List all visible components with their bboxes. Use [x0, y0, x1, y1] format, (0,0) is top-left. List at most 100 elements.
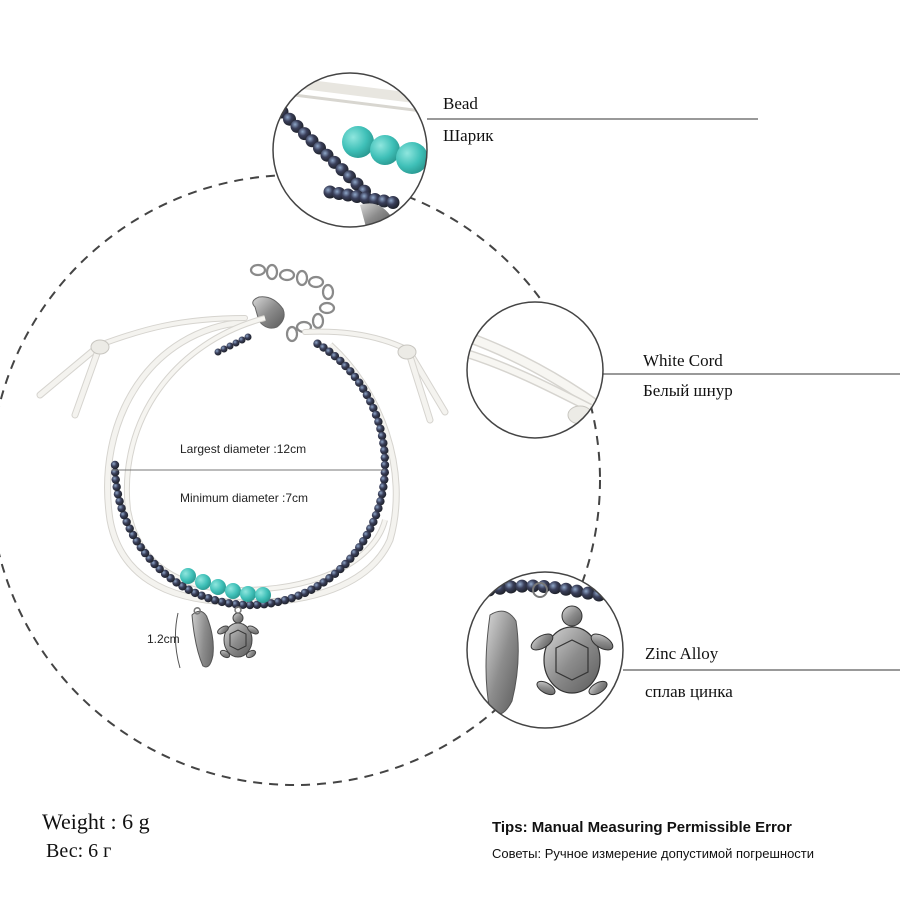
alloy-detail-circle — [467, 572, 623, 728]
seed-bead — [380, 453, 390, 462]
seed-bead — [214, 348, 222, 356]
seed-bead-zoom — [482, 583, 496, 597]
seed-bead — [346, 554, 355, 563]
cord-knot-tails — [36, 315, 449, 424]
seed-bead — [111, 475, 120, 484]
seed-bead — [287, 593, 296, 603]
seed-bead — [355, 543, 364, 552]
seed-bead — [150, 559, 159, 569]
seed-bead — [266, 599, 276, 608]
seed-bead — [376, 497, 385, 506]
seed-bead — [350, 548, 360, 558]
seed-bead — [313, 582, 322, 591]
zinc-alloy-label-ru: сплав цинка — [645, 682, 733, 701]
seed-bead — [307, 585, 316, 594]
white-cord-label: White Cord — [643, 351, 723, 370]
seed-bead — [313, 339, 322, 348]
seed-bead — [160, 569, 170, 579]
seed-bead — [220, 345, 228, 353]
white-cord-label-ru: Белый шнур — [643, 381, 733, 400]
seed-bead — [245, 600, 255, 610]
seed-bead — [371, 410, 381, 420]
seed-bead — [280, 596, 290, 605]
seed-bead — [172, 578, 181, 587]
seed-bead — [226, 342, 234, 350]
bead-detail-circle — [273, 73, 427, 227]
extender-chain — [249, 263, 336, 343]
largest-diameter-label: Largest diameter :12cm — [180, 442, 307, 456]
seed-bead — [155, 564, 164, 574]
seed-bead-zoom — [504, 580, 518, 594]
zinc-alloy-label: Zinc Alloy — [645, 644, 719, 663]
seed-bead — [197, 591, 206, 600]
seed-bead — [380, 446, 389, 455]
seed-bead — [374, 417, 383, 426]
seed-bead — [369, 403, 378, 413]
seed-bead — [113, 489, 123, 499]
lobster-clasp — [252, 296, 285, 329]
seed-bead — [376, 424, 385, 433]
seed-bead — [325, 347, 334, 356]
seed-bead-zoom — [548, 581, 562, 595]
seed-bead — [145, 554, 154, 563]
seed-bead — [325, 574, 334, 583]
seed-bead-zoom — [471, 585, 485, 599]
seed-bead — [244, 333, 252, 341]
dashed-outline-circle — [0, 174, 601, 786]
seed-bead — [377, 489, 387, 499]
seed-bead — [232, 339, 240, 347]
turquoise-bead — [195, 574, 211, 590]
seed-bead — [204, 593, 213, 603]
seed-bead — [294, 591, 303, 600]
bead-label-ru: Шарик — [443, 126, 494, 145]
seed-bead — [355, 378, 364, 387]
seed-bead-zoom — [515, 579, 529, 593]
turquoise-bead — [255, 587, 271, 603]
seed-bead — [341, 559, 350, 569]
seed-bead — [217, 597, 227, 607]
weight-label: Weight : 6 g — [42, 809, 150, 834]
seed-bead — [377, 431, 387, 441]
seed-bead — [336, 356, 345, 366]
seed-bead — [380, 460, 390, 470]
seed-bead — [300, 588, 310, 598]
bead-label: Bead — [443, 94, 478, 113]
seed-bead — [341, 361, 350, 371]
seed-bead — [362, 530, 372, 540]
seed-bead-zoom — [526, 579, 540, 593]
seed-bead — [366, 397, 375, 406]
tips-text-ru: Советы: Ручное измерение допустимой погр… — [492, 846, 815, 861]
seed-bead — [374, 504, 383, 513]
seed-bead — [117, 504, 126, 513]
seed-bead — [359, 384, 368, 393]
seed-bead — [369, 517, 378, 527]
seed-bead — [119, 510, 129, 520]
seed-bead — [319, 578, 328, 587]
seed-bead — [359, 537, 368, 546]
turquoise-bead — [180, 568, 196, 584]
seed-bead — [330, 351, 340, 361]
seed-bead — [110, 468, 120, 477]
seed-bead — [319, 343, 328, 352]
seed-bead — [122, 517, 131, 527]
seed-bead — [346, 367, 355, 376]
seed-bead-zoom — [559, 582, 573, 596]
seed-bead-zoom — [386, 196, 400, 209]
seed-bead — [125, 524, 134, 533]
minimum-diameter-label: Minimum diameter :7cm — [180, 491, 309, 505]
seed-bead — [178, 582, 187, 591]
seed-bead — [115, 497, 124, 506]
charm-size-label: 1.2cm — [147, 632, 180, 646]
seed-bead — [366, 524, 375, 533]
tips-heading: Tips: Manual Measuring Permissible Error — [492, 819, 792, 836]
seed-bead — [110, 460, 120, 470]
seed-bead-zoom — [570, 584, 584, 598]
seed-bead — [238, 600, 248, 610]
seed-bead — [224, 599, 234, 608]
seed-bead — [362, 390, 372, 400]
seed-bead — [371, 510, 381, 520]
seed-bead — [166, 574, 175, 583]
seed-bead — [132, 537, 141, 546]
seed-bead-zoom — [614, 591, 623, 605]
